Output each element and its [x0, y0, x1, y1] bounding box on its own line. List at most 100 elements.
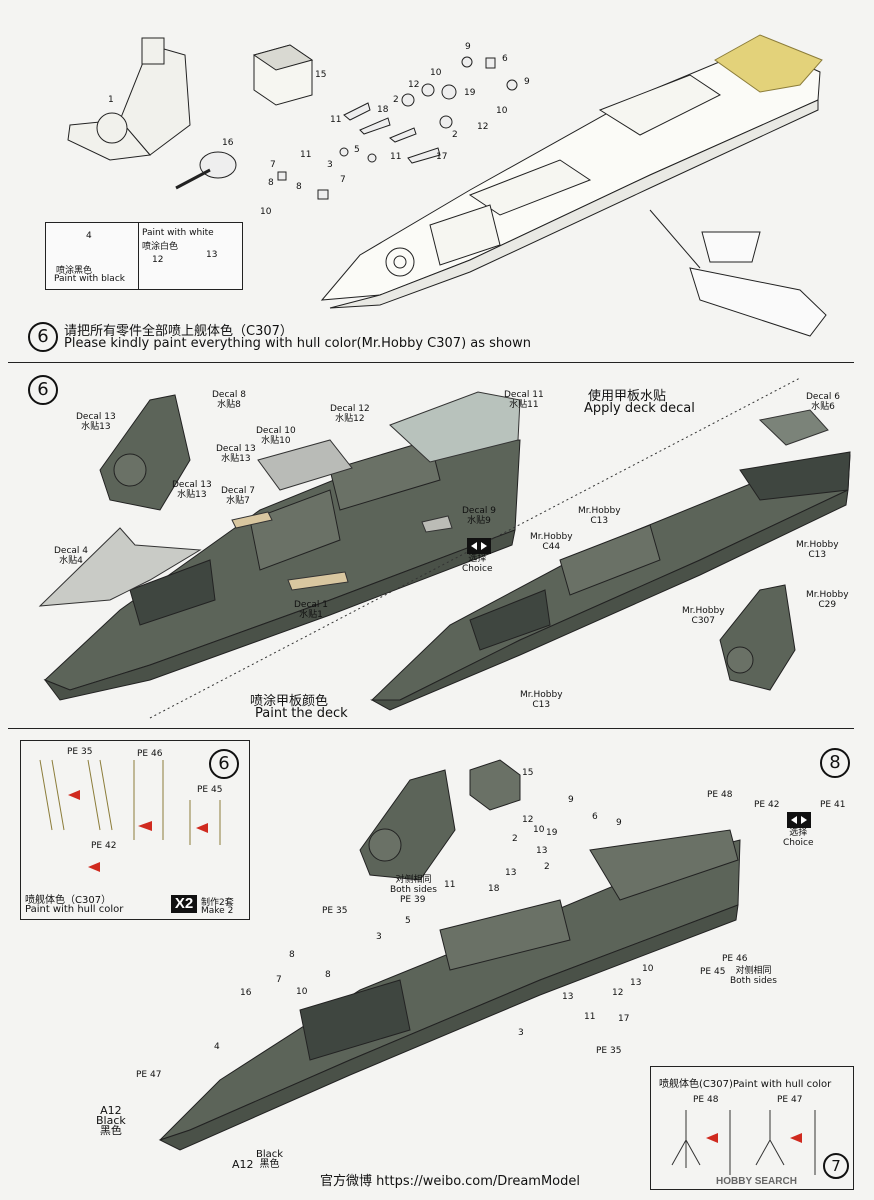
part-label: 13 [562, 992, 574, 1002]
part-label: 17 [436, 152, 448, 162]
pe-label: PE 47 [777, 1095, 803, 1105]
black-cn: 黑色 [99, 1124, 122, 1137]
part-label: 19 [546, 828, 558, 838]
part-label: 8 [289, 950, 295, 960]
choice-en: Choice [783, 838, 814, 848]
part-label: 6 [502, 54, 508, 64]
part-label: 10 [642, 964, 654, 974]
decal-en: Decal 9 [462, 506, 497, 516]
decal-cn: 水贴12 [335, 414, 365, 424]
part-label: 11 [390, 152, 402, 162]
color-brand: Mr.Hobby [806, 590, 849, 600]
part-label: 16 [240, 988, 252, 998]
part-label: 16 [222, 138, 234, 148]
pe-label: PE 46 [722, 954, 748, 964]
pe-deck-top [714, 34, 823, 93]
legend-white-num: 12 [152, 255, 164, 265]
both-en: Both sides [390, 885, 437, 895]
tripods [671, 1110, 816, 1175]
part-label: 3 [376, 932, 382, 942]
legend-white-cn: 喷涂白色 [142, 242, 179, 252]
pe-arrows [68, 790, 208, 872]
part-label: 9 [568, 795, 574, 805]
black-en: Black [256, 1149, 284, 1160]
color-brand: Mr.Hobby [682, 606, 725, 616]
paint-deck-cn: 喷涂甲板颜色 [250, 694, 329, 709]
step-7-title: 喷舰体色(C307)Paint with hull color [659, 1079, 832, 1090]
decal-cn: 水贴4 [59, 556, 83, 566]
choice-cn: 选择 [789, 828, 808, 838]
part-label: 10 [296, 987, 308, 997]
black-cn: 黑色 [259, 1159, 280, 1170]
decal-en: Decal 7 [221, 486, 256, 496]
paint-hull-en: Paint with hull color [25, 904, 124, 915]
part-label: 8 [268, 178, 274, 188]
decal-en: Decal 8 [212, 390, 247, 400]
legend-black-qty: 4 [86, 231, 92, 241]
make-cn: 制作2套 [201, 898, 234, 908]
choice-en: Choice [462, 564, 493, 574]
part-label: 10 [260, 207, 272, 217]
pe-label: PE 35 [596, 1046, 622, 1056]
part-label: 10 [430, 68, 442, 78]
color-code: C29 [818, 600, 837, 610]
part-label: 11 [330, 115, 342, 125]
part-label: 8 [325, 970, 331, 980]
weibo-url[interactable]: https://weibo.com/DreamModel [376, 1174, 580, 1189]
part-label: 18 [488, 884, 500, 894]
step-7-box: 喷舰体色(C307)Paint with hull color PE 48 PE… [650, 1066, 854, 1190]
color-brand: Mr.Hobby [796, 540, 839, 550]
watermark: HOBBY SEARCH [716, 1176, 797, 1187]
part-label: 15 [522, 768, 534, 778]
legend-black-en: Paint with black [54, 274, 125, 284]
part-label: 4 [214, 1042, 220, 1052]
part-label: 10 [496, 106, 508, 116]
section-divider [8, 728, 854, 729]
tower-step8 [359, 769, 456, 881]
part-label: 3 [327, 160, 333, 170]
part-label: 13 [505, 868, 517, 878]
decal-cn: 水贴13 [81, 422, 111, 432]
gun-16 [175, 151, 237, 190]
part-label: 8 [296, 182, 302, 192]
part-label: 2 [452, 130, 458, 140]
pe-ladders [39, 759, 221, 845]
decal-cn: 水贴8 [217, 400, 241, 410]
apply-decal-cn: 使用甲板水贴 [588, 389, 667, 404]
instruction-en: Please kindly paint everything with hull… [64, 336, 531, 351]
make-en: Make 2 [201, 906, 234, 916]
pe-label: PE 48 [707, 790, 733, 800]
both-cn: 对侧相同 [395, 875, 432, 885]
step-6-top-badge: 6 [28, 322, 58, 352]
part-label: 7 [340, 175, 346, 185]
pe-label: PE 45 [700, 967, 726, 977]
tower-right [719, 584, 796, 691]
radar-box-15 [252, 44, 314, 106]
pe-label: PE 42 [91, 841, 117, 851]
decal-en: Decal 13 [216, 444, 256, 454]
color-brand: Mr.Hobby [578, 506, 621, 516]
part-label: 12 [408, 80, 420, 90]
decal-en: Decal 1 [294, 600, 329, 610]
pe-label: PE 45 [197, 785, 223, 795]
choice-icon [787, 812, 811, 828]
part-label: 2 [512, 834, 518, 844]
ship-step8 [158, 829, 741, 1151]
decal-cn: 水贴7 [226, 496, 250, 506]
both-cn: 对侧相同 [735, 966, 772, 976]
decal-shapes [38, 391, 829, 607]
part-label: 13 [536, 846, 548, 856]
a12-code: A12 [100, 1104, 122, 1117]
decal-en: Decal 10 [256, 426, 296, 436]
